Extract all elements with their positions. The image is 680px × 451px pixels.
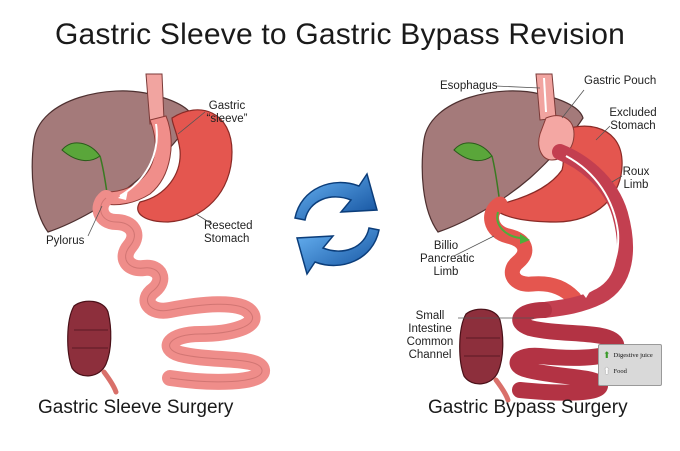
label-resected-stomach: Resected Stomach [204,220,253,245]
left-colon [67,300,112,377]
legend-row-digestive-juice: ⬆ Digestive juice [603,351,653,360]
sleeve-illustration [31,73,270,395]
right-appendix [493,377,511,403]
legend-box: ⬆ Digestive juice ⬆ Food [598,344,662,386]
right-roux-limb [536,144,634,318]
right-excluded-stomach [491,125,623,223]
label-esophagus: Esophagus [440,80,498,92]
label-biliopancreatic-limb: Billio Pancreatic Limb [420,240,475,278]
right-colon [459,308,504,385]
legend-digestive-juice-label: Digestive juice [613,352,653,359]
right-common-channel [509,302,625,401]
caption-gastric-sleeve: Gastric Sleeve Surgery [38,397,234,418]
label-gastric-pouch: Gastric Pouch [584,75,657,87]
page-title: Gastric Sleeve to Gastric Bypass Revisio… [54,18,626,51]
label-common-channel: Small Intestine Common Channel [406,310,454,361]
left-resected-stomach [137,109,233,223]
green-arrow-icon: ⬆ [603,350,611,360]
bypass-illustration [421,73,634,403]
label-gastric-sleeve: Gastric “sleeve” [206,100,248,125]
caption-gastric-bypass: Gastric Bypass Surgery [428,397,628,418]
label-excluded-stomach: Excluded Stomach [609,107,657,132]
label-pylorus: Pylorus [46,235,85,247]
left-small-intestine [92,190,270,390]
left-appendix [101,369,119,395]
white-arrow-icon: ⬆ [603,366,611,376]
legend-row-food: ⬆ Food [603,367,627,376]
refresh-swap-icon [294,172,380,276]
right-biliopancreatic-limb [484,196,582,306]
legend-food-label: Food [613,368,627,375]
label-roux-limb: Roux Limb [622,166,650,191]
